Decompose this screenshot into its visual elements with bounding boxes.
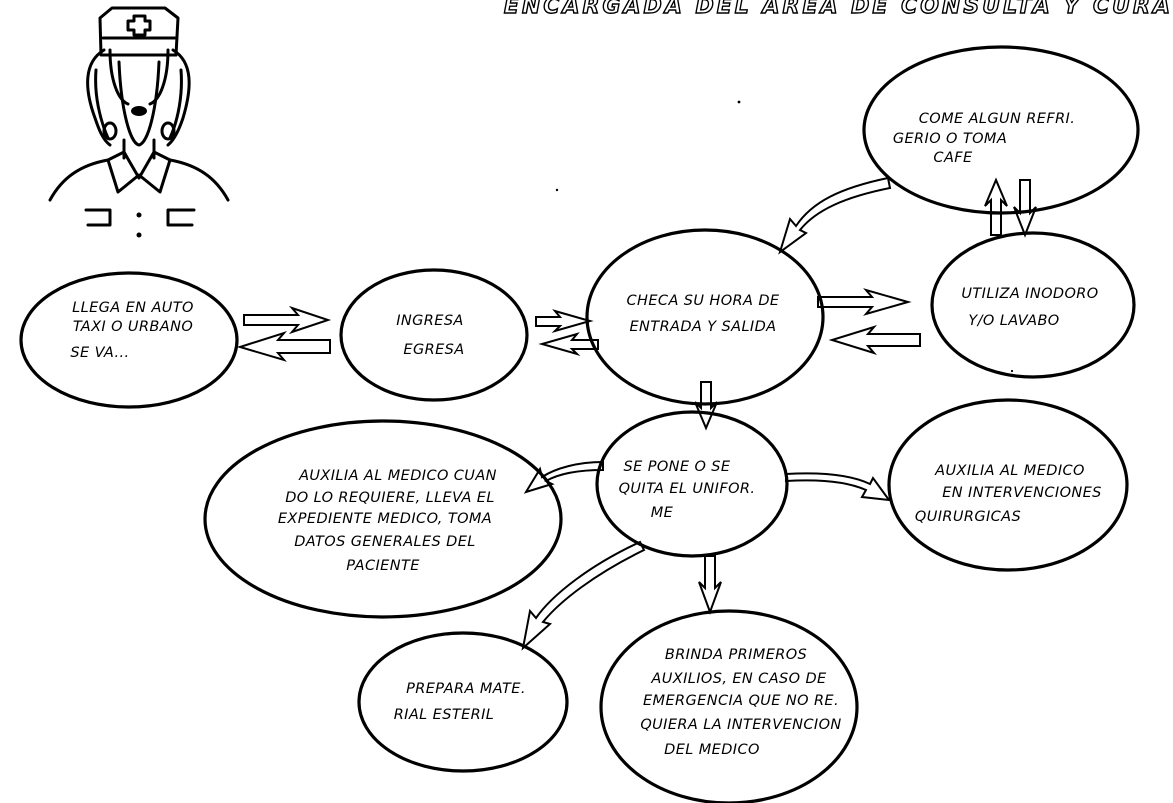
node-prepara-line-1: PREPARA MATE.: [406, 681, 526, 697]
arrow-uniforme-to-primeros: [698, 555, 722, 615]
node-ingresa-line-2: EGRESA: [403, 342, 464, 358]
node-ingresa-line-1: INGRESA: [396, 313, 464, 329]
arrow-come-to-utiliza: [1013, 179, 1037, 238]
node-primeros-line-3: EMERGENCIA QUE NO RE.: [643, 693, 839, 709]
node-primeros-line-5: DEL MEDICO: [664, 742, 760, 758]
node-utiliza-line-2: Y/O LAVABO: [968, 313, 1059, 329]
node-llega-line-3: SE VA...: [70, 345, 129, 361]
node-ingresa: INGRESA EGRESA: [339, 268, 529, 402]
node-llega: LLEGA EN AUTO TAXI O URBANO SE VA...: [19, 271, 239, 409]
arrow-uniforme-to-auxilia: [523, 460, 604, 494]
node-intervenciones-line-3: QUIRURGICAS: [915, 509, 1021, 525]
arrow-come-to-checa: [778, 176, 892, 255]
node-checa-line-1: CHECA SU HORA DE: [627, 293, 780, 309]
node-uniforme-line-1: SE PONE O SE: [624, 459, 731, 475]
node-uniforme-line-2: QUITA EL UNIFOR.: [619, 481, 756, 497]
speck: [737, 100, 741, 104]
node-intervenciones-line-1: AUXILIA AL MEDICO: [934, 463, 1085, 479]
arrow-uniforme-to-intervenciones: [785, 472, 892, 502]
node-uniforme: SE PONE O SE QUITA EL UNIFOR. ME: [595, 410, 789, 558]
node-auxilia-medico-line-2: DO LO REQUIERE, LLEVA EL: [285, 490, 495, 506]
arrow-utiliza-to-come: [984, 177, 1008, 236]
node-checa-line-2: ENTRADA Y SALIDA: [630, 319, 777, 335]
arrow-checa-to-uniforme: [694, 381, 718, 431]
node-primeros-line-4: QUIERA LA INTERVENCION: [640, 717, 841, 733]
node-come-line-3: CAFE: [933, 150, 973, 166]
node-primeros-line-1: BRINDA PRIMEROS: [665, 647, 807, 663]
node-come-line-1: COME ALGUN REFRI.: [919, 111, 1075, 127]
node-utiliza-line-1: UTILIZA INODORO: [961, 286, 1098, 302]
node-auxilia-medico-line-5: PACIENTE: [346, 558, 420, 574]
node-llega-line-1: LLEGA EN AUTO: [72, 300, 194, 316]
arrow-llega-to-ingresa: [243, 305, 332, 335]
node-primeros-line-2: AUXILIOS, EN CASO DE: [650, 671, 827, 687]
node-intervenciones-line-2: EN INTERVENCIONES: [942, 485, 1102, 501]
arrow-ingresa-to-checa: [535, 309, 594, 334]
arrow-utiliza-to-checa: [828, 325, 921, 355]
node-auxilia-medico-line-1: AUXILIA AL MEDICO CUAN: [298, 468, 497, 484]
arrow-uniforme-to-prepara: [521, 540, 646, 651]
node-utiliza: UTILIZA INODORO Y/O LAVABO: [930, 231, 1136, 379]
arrow-checa-to-ingresa: [538, 332, 599, 357]
speck: [555, 188, 559, 192]
node-prepara-line-2: RIAL ESTERIL: [394, 707, 495, 723]
node-auxilia-medico-line-3: EXPEDIENTE MEDICO, TOMA: [278, 511, 492, 527]
node-come: COME ALGUN REFRI. GERIO O TOMA CAFE: [862, 45, 1140, 215]
node-come-line-2: GERIO O TOMA: [893, 131, 1007, 147]
node-uniforme-line-3: ME: [651, 505, 674, 521]
node-checa: CHECA SU HORA DE ENTRADA Y SALIDA: [585, 228, 825, 406]
node-auxilia-medico: AUXILIA AL MEDICO CUAN DO LO REQUIERE, L…: [203, 419, 563, 619]
nurse-icon: [48, 6, 230, 238]
node-primeros: BRINDA PRIMEROS AUXILIOS, EN CASO DE EME…: [599, 609, 859, 803]
arrow-ingresa-to-llega: [236, 330, 331, 362]
speck: [1010, 369, 1014, 373]
node-prepara: PREPARA MATE. RIAL ESTERIL: [357, 631, 569, 773]
arrow-checa-to-utiliza: [817, 288, 912, 316]
node-llega-line-2: TAXI O URBANO: [73, 319, 193, 335]
diagram-title: ENCARGADA DEL AREA DE CONSULTA Y CURA: [504, 0, 1173, 19]
node-auxilia-medico-line-4: DATOS GENERALES DEL: [294, 534, 476, 550]
node-intervenciones: AUXILIA AL MEDICO EN INTERVENCIONES QUIR…: [887, 398, 1129, 572]
